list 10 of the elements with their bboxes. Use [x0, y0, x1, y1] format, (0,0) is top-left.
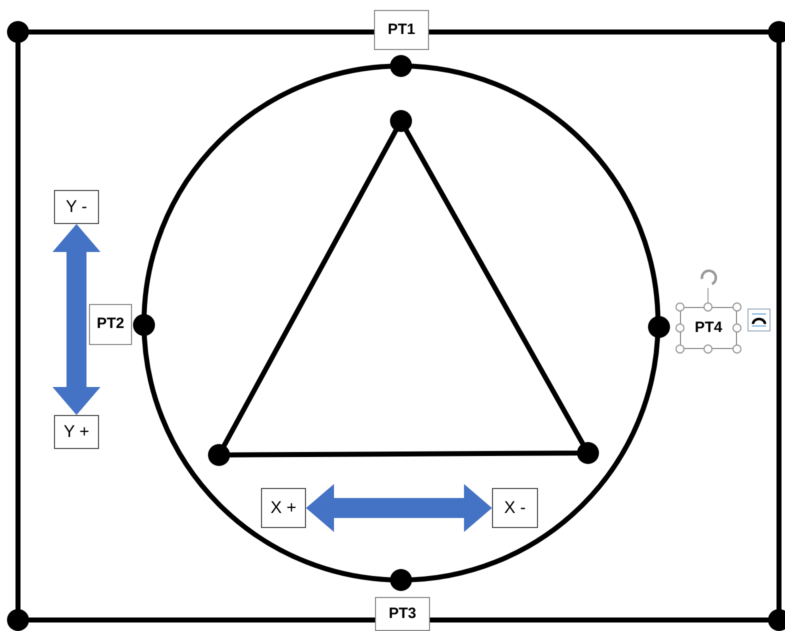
label-box: X - [492, 488, 538, 528]
block-arrow [306, 484, 492, 532]
label-box: Y - [54, 190, 99, 224]
label-box: PT1 [374, 10, 429, 50]
label-box: PT4 [680, 307, 737, 349]
label-box: PT3 [375, 597, 430, 631]
label-box: PT2 [89, 304, 132, 345]
label-box: X + [261, 488, 306, 528]
block-arrow [52, 224, 100, 415]
label-box: Y + [54, 415, 99, 449]
